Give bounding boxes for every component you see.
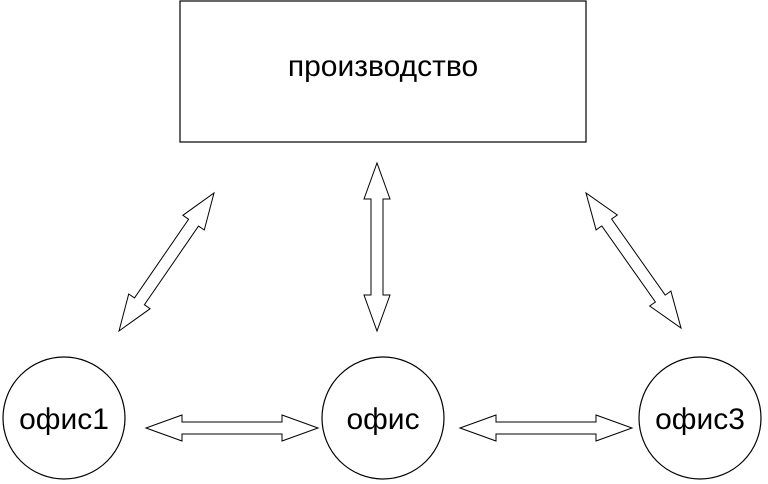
office3-circle bbox=[638, 356, 762, 480]
arrows-group bbox=[118, 161, 682, 442]
production-box bbox=[179, 0, 587, 143]
arrow-office-office3 bbox=[458, 414, 634, 442]
office1-circle bbox=[2, 356, 126, 480]
office-circle bbox=[321, 356, 445, 480]
arrow-office1-office bbox=[144, 414, 320, 442]
production-node: производство bbox=[179, 0, 587, 143]
office-node: офис bbox=[321, 356, 445, 480]
office1-label: офис1 bbox=[19, 403, 109, 436]
production-label: производство bbox=[288, 50, 478, 83]
office3-node: офис3 bbox=[638, 356, 762, 480]
arrow-office1-production bbox=[118, 191, 215, 333]
arrow-office-production bbox=[363, 161, 391, 333]
office-label: офис bbox=[346, 403, 419, 436]
arrow-office3-production bbox=[585, 191, 682, 330]
office3-label: офис3 bbox=[655, 403, 745, 436]
office1-node: офис1 bbox=[2, 356, 126, 480]
